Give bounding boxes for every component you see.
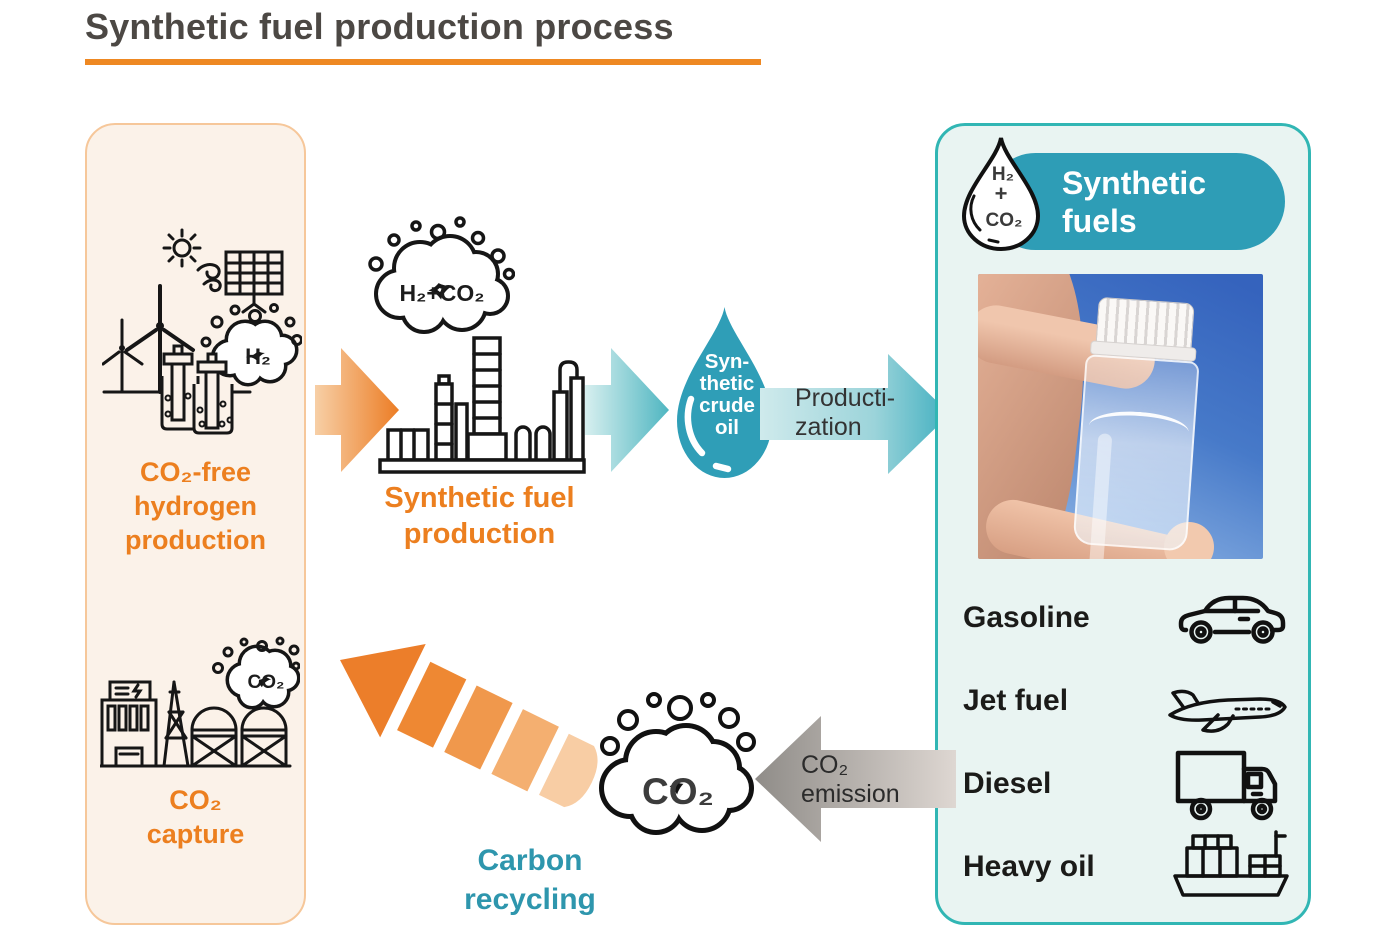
co2-small-cloud-icon: CO₂ (212, 636, 300, 710)
co2-emission-cloud-icon: CO₂ (599, 692, 756, 835)
droplet-line-4: oil (715, 416, 739, 439)
hydrogen-production-label: CO₂-free hydrogen production (125, 457, 266, 555)
car-icon (1178, 595, 1286, 644)
crude-oil-droplet-icon: Syn- thetic crude oil (677, 307, 772, 478)
co2-cloud-label: CO₂ (642, 771, 714, 812)
productization-label: Producti- zation (795, 384, 896, 441)
badge-droplet-line-1: H₂ (992, 164, 1014, 185)
droplet-line-1: Syn- (705, 350, 749, 373)
ship-icon (1173, 830, 1289, 897)
refinery-icon (378, 336, 586, 474)
co2-emission-label: CO₂ emission (801, 751, 900, 808)
vial-body (1072, 354, 1200, 559)
h2-co2-cloud-icon: H₂+CO₂ (368, 216, 515, 334)
fuel-label-jet-fuel: Jet fuel (963, 684, 1069, 717)
co2-emission-arrow-icon (755, 716, 956, 842)
electrolyzer-icon (160, 344, 234, 435)
h2-cloud-icon: H₂ (200, 303, 302, 387)
carbon-recycling-label: Carbon recycling (464, 844, 596, 916)
h2-co2-cloud-label: H₂+CO₂ (400, 280, 485, 306)
vial-highlight (1087, 433, 1113, 559)
renewable-hydrogen-icon: H₂ (102, 228, 302, 435)
fuel-vial-photo (978, 274, 1263, 559)
fuel-label-diesel: Diesel (963, 767, 1052, 800)
synthetic-fuels-badge-label: Synthetic fuels (1062, 165, 1207, 240)
h2-co2-droplet-icon: H₂ + CO₂ (961, 137, 1041, 251)
fuel-label-heavy-oil: Heavy oil (963, 850, 1095, 883)
title-underline (85, 59, 761, 65)
arrow-right-teal-icon (585, 348, 669, 472)
co2-capture-label: CO₂ capture (146, 785, 245, 849)
synthetic-fuel-production-label: Synthetic fuel production (384, 482, 575, 551)
vial (1071, 296, 1208, 559)
fuel-label-gasoline: Gasoline (963, 601, 1090, 634)
productization-arrow-icon (760, 354, 950, 474)
arrow-right-orange-icon (315, 348, 399, 472)
carbon-recycling-arrow-icon (340, 643, 598, 808)
page-title: Synthetic fuel production process (85, 6, 674, 47)
h2-cloud-label: H₂ (245, 344, 271, 369)
badge-droplet-line-2: + (995, 181, 1008, 206)
truck-icon (1175, 750, 1278, 821)
badge-droplet-line-3: CO₂ (986, 210, 1023, 231)
droplet-line-3: crude (699, 394, 755, 417)
co2-capture-plant-icon: CO₂ (100, 636, 300, 768)
airplane-icon (1168, 689, 1287, 733)
droplet-line-2: thetic (700, 372, 755, 395)
co2-small-cloud-label: CO₂ (248, 672, 285, 693)
